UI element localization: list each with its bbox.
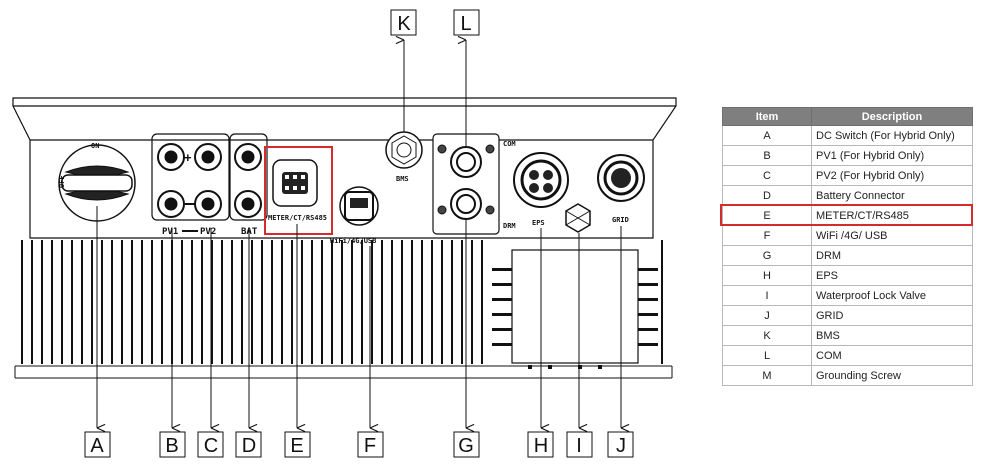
legend-header-item: Item — [722, 107, 812, 126]
pv1-plus-connector — [157, 143, 185, 171]
grid-label: GRID — [612, 216, 629, 224]
heat-sink-fins — [21, 240, 663, 364]
wifi-port: WiFi/4G/USB — [330, 186, 379, 245]
legend-item-cell: C — [722, 165, 812, 186]
legend-description-cell: PV2 (For Hybrid Only) — [811, 165, 973, 186]
legend-description-cell: PV1 (For Hybrid Only) — [811, 145, 973, 166]
legend-item-cell: M — [722, 365, 812, 386]
switch-off-label: OFF — [58, 175, 66, 188]
legend-description-cell: BMS — [811, 325, 973, 346]
legend-description-cell: Grounding Screw — [811, 365, 973, 386]
bms-label: BMS — [396, 175, 409, 183]
callout-b: B — [159, 431, 186, 458]
callout-j: J — [607, 431, 634, 458]
com-label: COM — [503, 140, 516, 148]
svg-text:G: G — [458, 435, 474, 457]
legend-item-cell: E — [722, 205, 812, 226]
callout-e: E — [284, 431, 311, 458]
bms-gland: BMS — [385, 131, 423, 183]
legend-item-cell: G — [722, 245, 812, 266]
legend-item-cell: H — [722, 265, 812, 286]
legend-item-cell: I — [722, 285, 812, 306]
leader-lines — [96, 40, 621, 428]
inverter-body — [12, 97, 677, 239]
pv1-label: PV1 — [162, 227, 178, 237]
legend-item-cell: K — [722, 325, 812, 346]
callout-d: D — [235, 431, 262, 458]
drm-label: DRM — [503, 222, 516, 230]
legend-item-cell: F — [722, 225, 812, 246]
eps-connector: EPS — [513, 152, 569, 227]
svg-text:D: D — [242, 435, 256, 457]
legend-header-row: Item Description — [722, 107, 973, 126]
meter-connector: METER/CT/RS485 — [268, 159, 327, 222]
legend-description-cell: DRM — [811, 245, 973, 266]
grid-connector: GRID — [597, 154, 645, 224]
svg-text:E: E — [290, 435, 303, 457]
legend-item-cell: D — [722, 185, 812, 206]
legend-item-cell: J — [722, 305, 812, 326]
svg-text:J: J — [616, 435, 626, 457]
legend-description-cell: GRID — [811, 305, 973, 326]
pv2-plus-connector — [194, 143, 222, 171]
switch-on-label: ON — [91, 142, 99, 150]
legend-description-cell: EPS — [811, 265, 973, 286]
dc-switch: ON OFF — [58, 142, 136, 222]
svg-text:B: B — [165, 435, 178, 457]
callout-i: I — [566, 431, 593, 458]
legend-item-cell: A — [722, 125, 812, 146]
svg-text:K: K — [397, 13, 411, 35]
legend-description-cell: METER/CT/RS485 — [811, 205, 973, 226]
legend-description-cell: Battery Connector — [811, 185, 973, 206]
svg-text:I: I — [576, 435, 582, 457]
legend-item-cell: B — [722, 145, 812, 166]
callout-f: F — [357, 431, 384, 458]
pv2-minus-connector — [194, 190, 222, 218]
pv1-minus-connector — [157, 190, 185, 218]
callout-l: L — [453, 9, 480, 36]
svg-text:H: H — [534, 435, 548, 457]
svg-text:F: F — [364, 435, 376, 457]
meter-label: METER/CT/RS485 — [268, 214, 327, 222]
callout-c: C — [197, 431, 224, 458]
pv-connectors: + — [151, 133, 230, 221]
wifi-label: WiFi/4G/USB — [330, 237, 376, 245]
bottom-rail — [14, 365, 673, 379]
junction-box — [492, 249, 658, 369]
legend-description-cell: Waterproof Lock Valve — [811, 285, 973, 306]
svg-text:L: L — [460, 13, 471, 35]
legend-description-cell: DC Switch (For Hybrid Only) — [811, 125, 973, 146]
legend-item-cell: L — [722, 345, 812, 366]
callout-h: H — [527, 431, 554, 458]
battery-connectors — [229, 133, 268, 221]
meter-highlight-box — [264, 146, 333, 235]
legend-description-cell: COM — [811, 345, 973, 366]
svg-text:A: A — [90, 435, 104, 457]
callout-k: K — [390, 9, 417, 36]
com-drm-block — [432, 133, 500, 235]
svg-text:C: C — [204, 435, 218, 457]
plus-sign: + — [184, 150, 192, 165]
legend-header-description: Description — [811, 107, 973, 126]
callout-g: G — [453, 431, 480, 458]
legend-description-cell: WiFi /4G/ USB — [811, 225, 973, 246]
pv2-label: PV2 — [200, 227, 216, 237]
callout-a: A — [84, 431, 111, 458]
eps-label: EPS — [532, 219, 545, 227]
